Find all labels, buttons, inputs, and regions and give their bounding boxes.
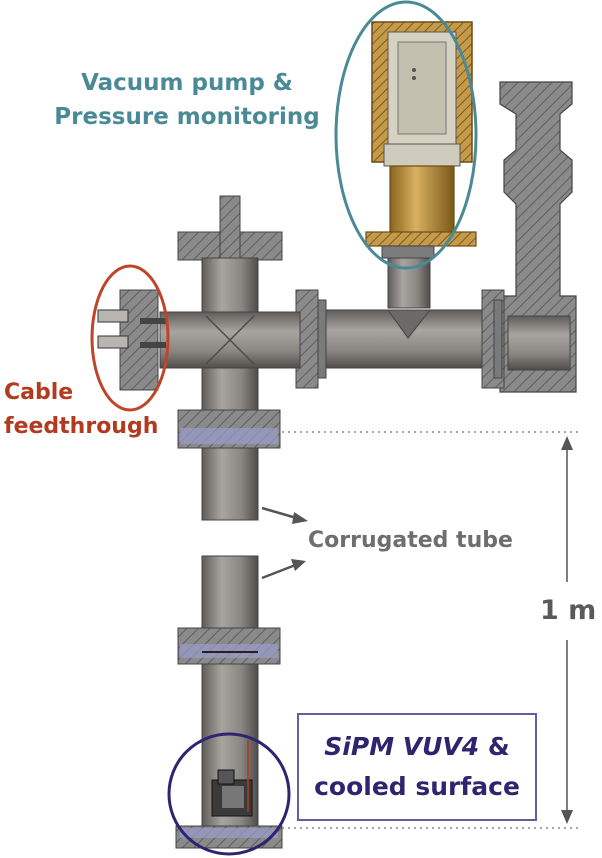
vacuum-label-line2: Pressure monitoring (54, 104, 320, 130)
sipm-label-box: SiPM VUV4 & cooled surface (297, 713, 537, 821)
tee-branch-up (381, 245, 435, 309)
cable-label-line1: Cable (4, 380, 74, 405)
horizontal-tube (295, 289, 505, 389)
length-label: 1 m (540, 595, 597, 626)
cable-feedthrough-label: Cable feedthrough (4, 376, 158, 444)
corrugated-arrows (261, 506, 308, 580)
dimension-lines (282, 431, 578, 829)
cross-piece (159, 195, 301, 449)
vacuum-pump-label: Vacuum pump & Pressure monitoring (0, 66, 374, 134)
sipm-highlight-circle (167, 732, 291, 856)
sipm-label-line2: cooled surface (314, 772, 520, 801)
sipm-name: SiPM VUV4 (324, 732, 480, 761)
upper-vertical-tube (201, 447, 259, 521)
corrugated-tube-label: Corrugated tube (308, 528, 513, 553)
right-hatched-fitting (499, 81, 577, 393)
brass-valve (365, 165, 477, 247)
cable-feedthrough (97, 289, 166, 391)
vacuum-highlight-ellipse (334, 0, 478, 270)
cable-label-line2: feedthrough (4, 414, 159, 439)
sipm-label-line1: SiPM VUV4 & (299, 727, 535, 767)
pressure-gauge (371, 21, 473, 167)
vacuum-label-line1: Vacuum pump & (81, 70, 293, 96)
cable-highlight-ellipse (90, 264, 170, 412)
sipm-module (211, 740, 253, 817)
sipm-ampersand: & (479, 732, 510, 761)
